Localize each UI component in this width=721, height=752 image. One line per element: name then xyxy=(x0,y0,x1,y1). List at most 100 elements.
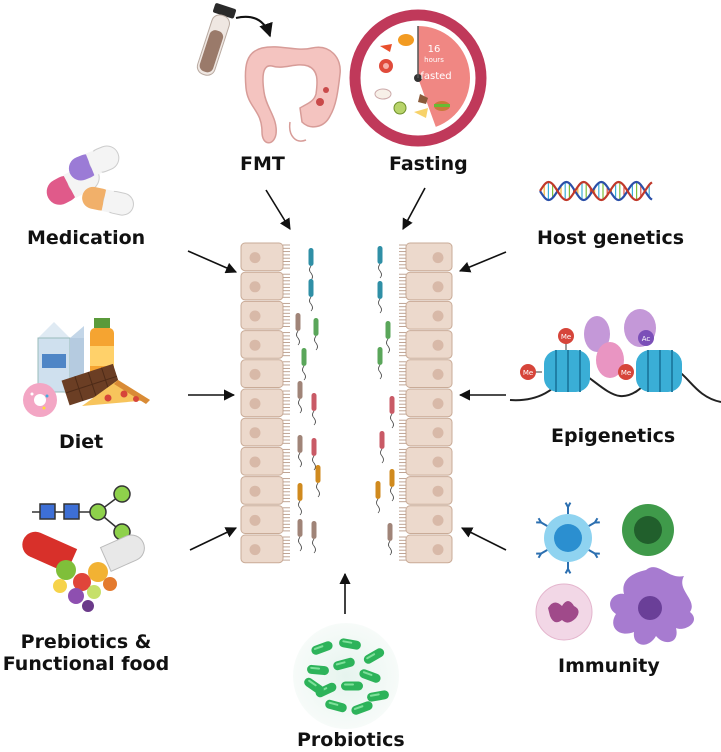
cell-nucleus xyxy=(433,340,444,351)
methyl-mark-1-label: Me xyxy=(561,333,571,341)
label-medication: Medication xyxy=(27,226,145,250)
bacterium xyxy=(309,279,314,311)
epithelial-cell xyxy=(406,272,452,300)
label-probiotics: Probiotics xyxy=(297,728,405,752)
bacterium xyxy=(378,281,383,313)
histone-core-1 xyxy=(544,350,590,392)
cell-nucleus xyxy=(433,252,444,263)
epithelial-cell xyxy=(241,535,283,563)
bacterium xyxy=(312,438,317,470)
arrow-host-genetics xyxy=(460,252,506,271)
cell-nucleus xyxy=(433,427,444,438)
cell-nucleus xyxy=(433,311,444,322)
oligosaccharide-chain-icon xyxy=(32,486,130,540)
cell-nucleus xyxy=(433,457,444,468)
label-diet: Diet xyxy=(59,430,103,454)
epithelial-cell xyxy=(241,447,283,475)
colon-icon xyxy=(245,47,340,143)
bacterium xyxy=(386,321,391,353)
test-tube-icon xyxy=(193,3,236,78)
bacterium xyxy=(302,348,307,380)
epithelial-cell xyxy=(241,477,283,505)
clock-status: fasted xyxy=(420,71,451,82)
label-immunity: Immunity xyxy=(558,654,660,678)
cell-nucleus xyxy=(250,544,261,555)
bacterium xyxy=(298,483,303,515)
clock-hours-value: 16 xyxy=(428,44,441,55)
label-fasting: Fasting xyxy=(389,152,468,176)
label-fmt: FMT xyxy=(240,152,285,176)
label-host-genetics: Host genetics xyxy=(537,226,684,250)
bacterium xyxy=(388,523,393,555)
arrow-prebiotics xyxy=(190,528,236,550)
curved-arrow-icon xyxy=(236,17,270,36)
epithelial-cell xyxy=(406,506,452,534)
cell-nucleus xyxy=(250,427,261,438)
cell-nucleus xyxy=(433,281,444,292)
bacterium xyxy=(309,248,314,280)
epithelial-cell xyxy=(406,447,452,475)
epithelial-cell xyxy=(241,389,283,417)
epithelial-cell xyxy=(241,331,283,359)
cell-nucleus xyxy=(250,311,261,322)
bacterium xyxy=(376,481,381,513)
arrow-medication xyxy=(188,251,236,272)
immune-cells-illustration xyxy=(536,503,694,645)
bacterium xyxy=(390,469,395,501)
cell-nucleus xyxy=(250,369,261,380)
methyl-mark-2-label: Me xyxy=(523,369,533,377)
epithelial-cell xyxy=(406,360,452,388)
arrows xyxy=(188,188,506,614)
methyl-mark-3-label: Me xyxy=(621,369,631,377)
neutrophil-icon xyxy=(536,584,592,640)
epithelial-cell xyxy=(241,418,283,446)
cell-nucleus xyxy=(433,398,444,409)
label-prebiotics-line2: Functional food xyxy=(0,652,172,676)
lumen-bacteria xyxy=(296,246,395,555)
epithelial-cell xyxy=(241,301,283,329)
donut-icon xyxy=(23,383,57,417)
bacterium xyxy=(378,347,383,379)
bacterium xyxy=(390,396,395,428)
bacterium xyxy=(296,313,301,345)
epithelial-cell xyxy=(241,506,283,534)
epithelial-cell xyxy=(406,535,452,563)
epithelial-cell xyxy=(406,301,452,329)
bacterium xyxy=(298,519,303,551)
probiotics-illustration xyxy=(293,623,399,729)
cell-nucleus xyxy=(250,252,261,263)
histone-core-2 xyxy=(636,350,682,392)
dendritic-cell-icon xyxy=(610,567,694,645)
cell-nucleus xyxy=(433,369,444,380)
bacterium xyxy=(312,393,317,425)
bacterium xyxy=(298,381,303,413)
capsule-with-fruits-icon xyxy=(18,528,148,612)
epithelial-cell xyxy=(406,331,452,359)
epithelium-left xyxy=(241,243,290,563)
cell-nucleus xyxy=(250,398,261,409)
bacterium xyxy=(312,521,317,553)
label-prebiotics-line1: Prebiotics & xyxy=(0,630,172,654)
fmt-illustration xyxy=(193,3,340,143)
epithelial-cell xyxy=(241,360,283,388)
cell-nucleus xyxy=(433,486,444,497)
epithelial-cell xyxy=(241,243,283,271)
arrow-immunity xyxy=(462,528,506,550)
epithelial-cell xyxy=(406,243,452,271)
epithelial-cell xyxy=(406,477,452,505)
epithelial-cell xyxy=(406,389,452,417)
acetyl-mark-label: Ac xyxy=(642,335,651,343)
epithelium-right xyxy=(399,243,452,563)
cell-nucleus xyxy=(250,281,261,292)
arrow-fasting xyxy=(403,188,425,229)
prebiotics-illustration xyxy=(18,486,148,612)
arrow-fmt xyxy=(266,190,290,229)
cell-nucleus xyxy=(250,457,261,468)
dna-helix-icon xyxy=(540,182,652,200)
cell-nucleus xyxy=(250,515,261,526)
probiotic-rod xyxy=(341,682,363,691)
epigenetics-nucleosomes: Me Me Me Ac xyxy=(510,309,721,402)
epithelial-cell xyxy=(406,418,452,446)
epithelial-cell xyxy=(241,272,283,300)
diet-foods-icon xyxy=(23,318,150,417)
